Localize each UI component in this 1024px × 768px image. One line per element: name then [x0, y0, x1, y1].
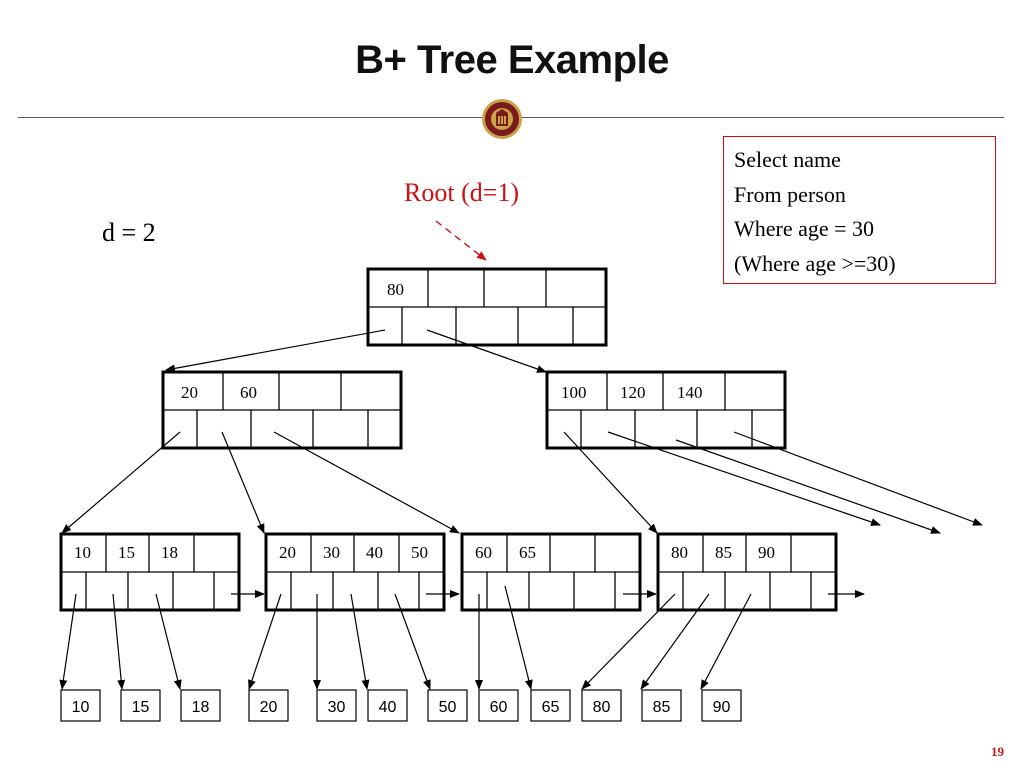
node-key: 15	[118, 543, 135, 562]
internal-node-left: 20 60	[161, 370, 403, 450]
pointer-arrows	[59, 329, 983, 690]
data-records-row: 10 15 18 20 30 40 50 60 65 80 85 90	[60, 689, 742, 722]
node-key: 100	[561, 383, 587, 402]
leaf-node-4: 80 85 90	[656, 532, 838, 612]
node-key: 60	[240, 383, 257, 402]
data-record: 10	[60, 689, 101, 722]
node-key: 60	[475, 543, 492, 562]
record-value: 40	[379, 699, 397, 716]
page-number: 19	[991, 744, 1004, 759]
record-value: 20	[260, 699, 278, 716]
query-line: From person	[734, 181, 846, 207]
node-key: 40	[366, 543, 383, 562]
record-value: 10	[72, 699, 90, 716]
node-key: 50	[411, 543, 428, 562]
data-record: 60	[478, 689, 519, 722]
node-key: 80	[387, 280, 404, 299]
query-line: Select name	[734, 147, 841, 172]
query-line: (Where age >=30)	[734, 250, 896, 276]
root-node: 80	[366, 267, 608, 347]
query-line: Where age = 30	[734, 216, 875, 241]
record-value: 18	[192, 699, 210, 716]
leaf-node-2: 20 30 40 50	[264, 532, 446, 612]
node-key: 20	[279, 543, 296, 562]
data-record: 20	[248, 689, 289, 722]
degree-label: d = 2	[102, 218, 156, 247]
node-key: 140	[677, 383, 703, 402]
slide-title: B+ Tree Example	[355, 38, 669, 82]
leaf-node-1: 10 15 18	[59, 532, 241, 612]
node-key: 120	[620, 383, 646, 402]
data-record: 90	[701, 689, 742, 722]
record-value: 90	[713, 699, 731, 716]
data-record: 18	[180, 689, 221, 722]
internal-node-right: 100 120 140	[545, 370, 787, 450]
record-value: 50	[439, 699, 457, 716]
data-record: 80	[581, 689, 622, 722]
data-record: 40	[367, 689, 408, 722]
node-key: 20	[181, 383, 198, 402]
data-record: 30	[316, 689, 357, 722]
leaf-node-3: 60 65	[460, 532, 642, 612]
node-key: 90	[758, 543, 775, 562]
record-value: 65	[542, 699, 560, 716]
record-value: 30	[328, 699, 346, 716]
node-key: 65	[519, 543, 536, 562]
data-record: 50	[427, 689, 468, 722]
data-record: 85	[641, 689, 682, 722]
root-label: Root (d=1)	[404, 178, 520, 207]
record-value: 15	[132, 699, 150, 716]
data-record: 65	[530, 689, 571, 722]
node-key: 80	[671, 543, 688, 562]
record-value: 85	[653, 699, 671, 716]
record-value: 80	[593, 699, 611, 716]
data-record: 15	[120, 689, 161, 722]
sql-query-box: Select name From person Where age = 30 (…	[723, 136, 996, 284]
node-key: 85	[715, 543, 732, 562]
record-value: 60	[490, 699, 508, 716]
root-pointer-arrow	[435, 220, 487, 261]
node-key: 10	[74, 543, 91, 562]
node-key: 30	[323, 543, 340, 562]
university-seal-icon	[482, 99, 522, 139]
node-key: 18	[161, 543, 178, 562]
